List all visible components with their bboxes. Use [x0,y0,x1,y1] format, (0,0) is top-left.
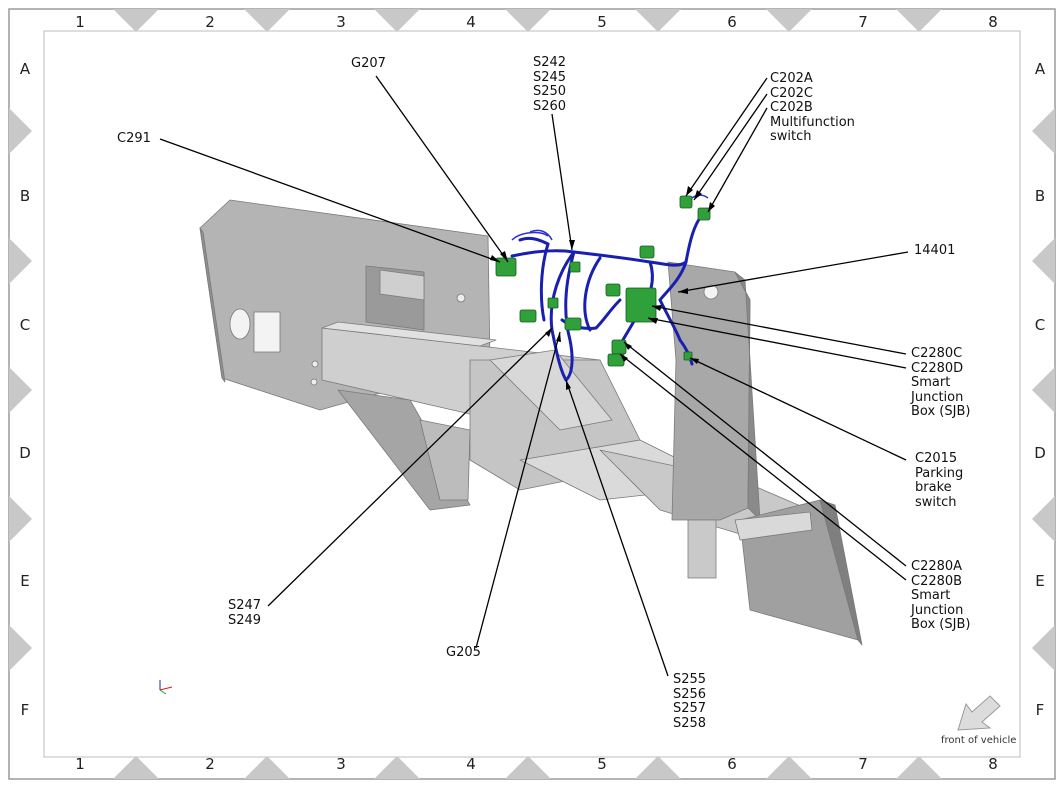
grid-row-label: E [1035,572,1045,590]
grid-col-label: 6 [727,755,737,773]
callout-g207: G207 [351,56,386,71]
inner-border [43,30,1021,758]
callout-c2280a-c2280b-sjb: C2280A C2280B Smart Junction Box (SJB) [911,559,971,632]
callout-c2280c-c2280d-sjb: C2280C C2280D Smart Junction Box (SJB) [911,346,971,419]
connectors [495,195,711,367]
callout-c2015-parking-brake-switch: C2015 Parking brake switch [915,451,964,510]
grid-col-label: 2 [205,13,215,31]
grid-col-label: 8 [988,13,998,31]
callout-14401: 14401 [914,243,956,258]
grid-row-label: B [19,187,31,205]
grid-row-label: D [1034,444,1046,462]
right-border-diamonds [1032,108,1055,671]
grid-col-label: 6 [727,13,737,31]
grid-col-label: 4 [466,13,476,31]
callout-splices-s255-s258: S255 S256 S257 S258 [673,672,707,731]
grid-row-label: A [1034,60,1046,78]
grid-col-label: 5 [597,755,607,773]
callout-splices-s247-s249: S247 S249 [228,598,262,628]
grid-row-label: F [20,701,30,719]
grid-col-label: 8 [988,755,998,773]
grid-col-label: 3 [336,13,346,31]
leader-arrowheads [490,186,715,390]
callout-splices-s242-s260: S242 S245 S250 S260 [533,55,567,114]
grid-row-label: C [19,316,31,334]
vehicle-structure [199,199,863,646]
grid-row-label: C [1034,316,1046,334]
callout-g205: G205 [446,645,481,660]
grid-col-label: 7 [858,755,868,773]
grid-row-label: F [1035,701,1045,719]
grid-col-label: 3 [336,755,346,773]
axis-triad-icon [159,680,173,695]
callout-c291: C291 [117,131,151,146]
grid-row-label: D [19,444,31,462]
grid-row-label: B [1034,187,1046,205]
grid-col-label: 1 [75,755,85,773]
leader-lines [159,75,909,677]
bottom-border-diamonds [113,756,942,779]
grid-col-label: 2 [205,755,215,773]
wiring-harness-thin [511,194,709,241]
front-of-vehicle-label: front of vehicle [941,735,1017,746]
grid-row-label: A [19,60,31,78]
grid-col-label: 4 [466,755,476,773]
grid-col-label: 1 [75,13,85,31]
top-border-diamonds [113,9,942,32]
callout-c202-multifunction-switch: C202A C202C C202B Multifunction switch [770,71,855,144]
grid-col-label: 7 [858,13,868,31]
grid-col-label: 5 [597,13,607,31]
grid-row-label: E [20,572,30,590]
left-border-diamonds [9,108,32,671]
front-of-vehicle-arrow-icon [957,695,1001,731]
